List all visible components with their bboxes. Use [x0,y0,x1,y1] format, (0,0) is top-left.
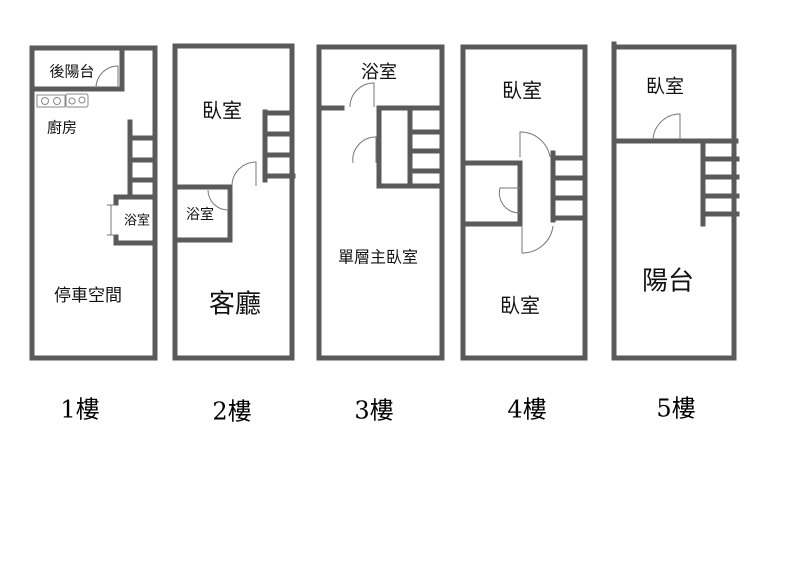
bedroom-wall [172,184,233,243]
room-label: 臥室 [502,79,542,103]
outer-wall [172,43,295,361]
floor-label: 1樓 [60,396,99,424]
room-label: 後陽台 [49,63,94,81]
floor-label: 4樓 [507,396,546,424]
room-label: 浴室 [361,62,397,83]
closet-wall [376,105,443,189]
outer-wall [460,44,588,361]
stair-icon [262,109,296,183]
room-label: 臥室 [500,294,540,318]
stair-icon [409,129,443,174]
room-label: 單層主臥室 [338,248,418,267]
stair-icon [127,119,158,200]
sliding-door-icon [107,204,115,236]
room-label: 陽台 [642,267,694,297]
room-label: 客廳 [209,290,261,320]
door-icon [521,225,554,254]
balcony-wall [29,47,125,92]
floor-4-plan: 臥室 臥室 [460,44,588,361]
door-icon [498,187,521,214]
door-icon [349,82,375,108]
floor-5-plan: 臥室 陽台 [611,41,740,361]
inner-room-wall [460,160,523,227]
door-icon [231,161,257,187]
door-icon [352,136,377,164]
outer-wall [611,41,737,361]
floor-2-plan: 臥室 浴室 客廳 [172,43,296,361]
room-label: 浴室 [186,206,214,223]
outer-wall [29,45,158,361]
outer-wall [316,44,445,361]
floor-label: 2樓 [212,398,251,426]
room-label: 臥室 [202,99,242,123]
door-icon [95,65,119,89]
door-icon [207,189,229,211]
floor-label: 3樓 [354,397,393,425]
floor-label: 5樓 [656,395,695,423]
room-label: 廚房 [47,119,77,137]
floor-1-plan: 後陽台 廚房 浴室 停車空間 [29,45,158,361]
room-label: 臥室 [646,76,684,98]
floor-3-plan: 浴室 單層主臥室 [316,44,445,361]
door-icon [652,113,681,141]
door-icon [519,131,551,158]
kitchen-stove-icon [36,93,89,108]
room-label: 停車空間 [54,286,122,306]
bath-wall [113,194,158,246]
stair-icon [550,150,588,223]
room-label: 浴室 [124,213,150,229]
stair-icon [700,140,740,227]
